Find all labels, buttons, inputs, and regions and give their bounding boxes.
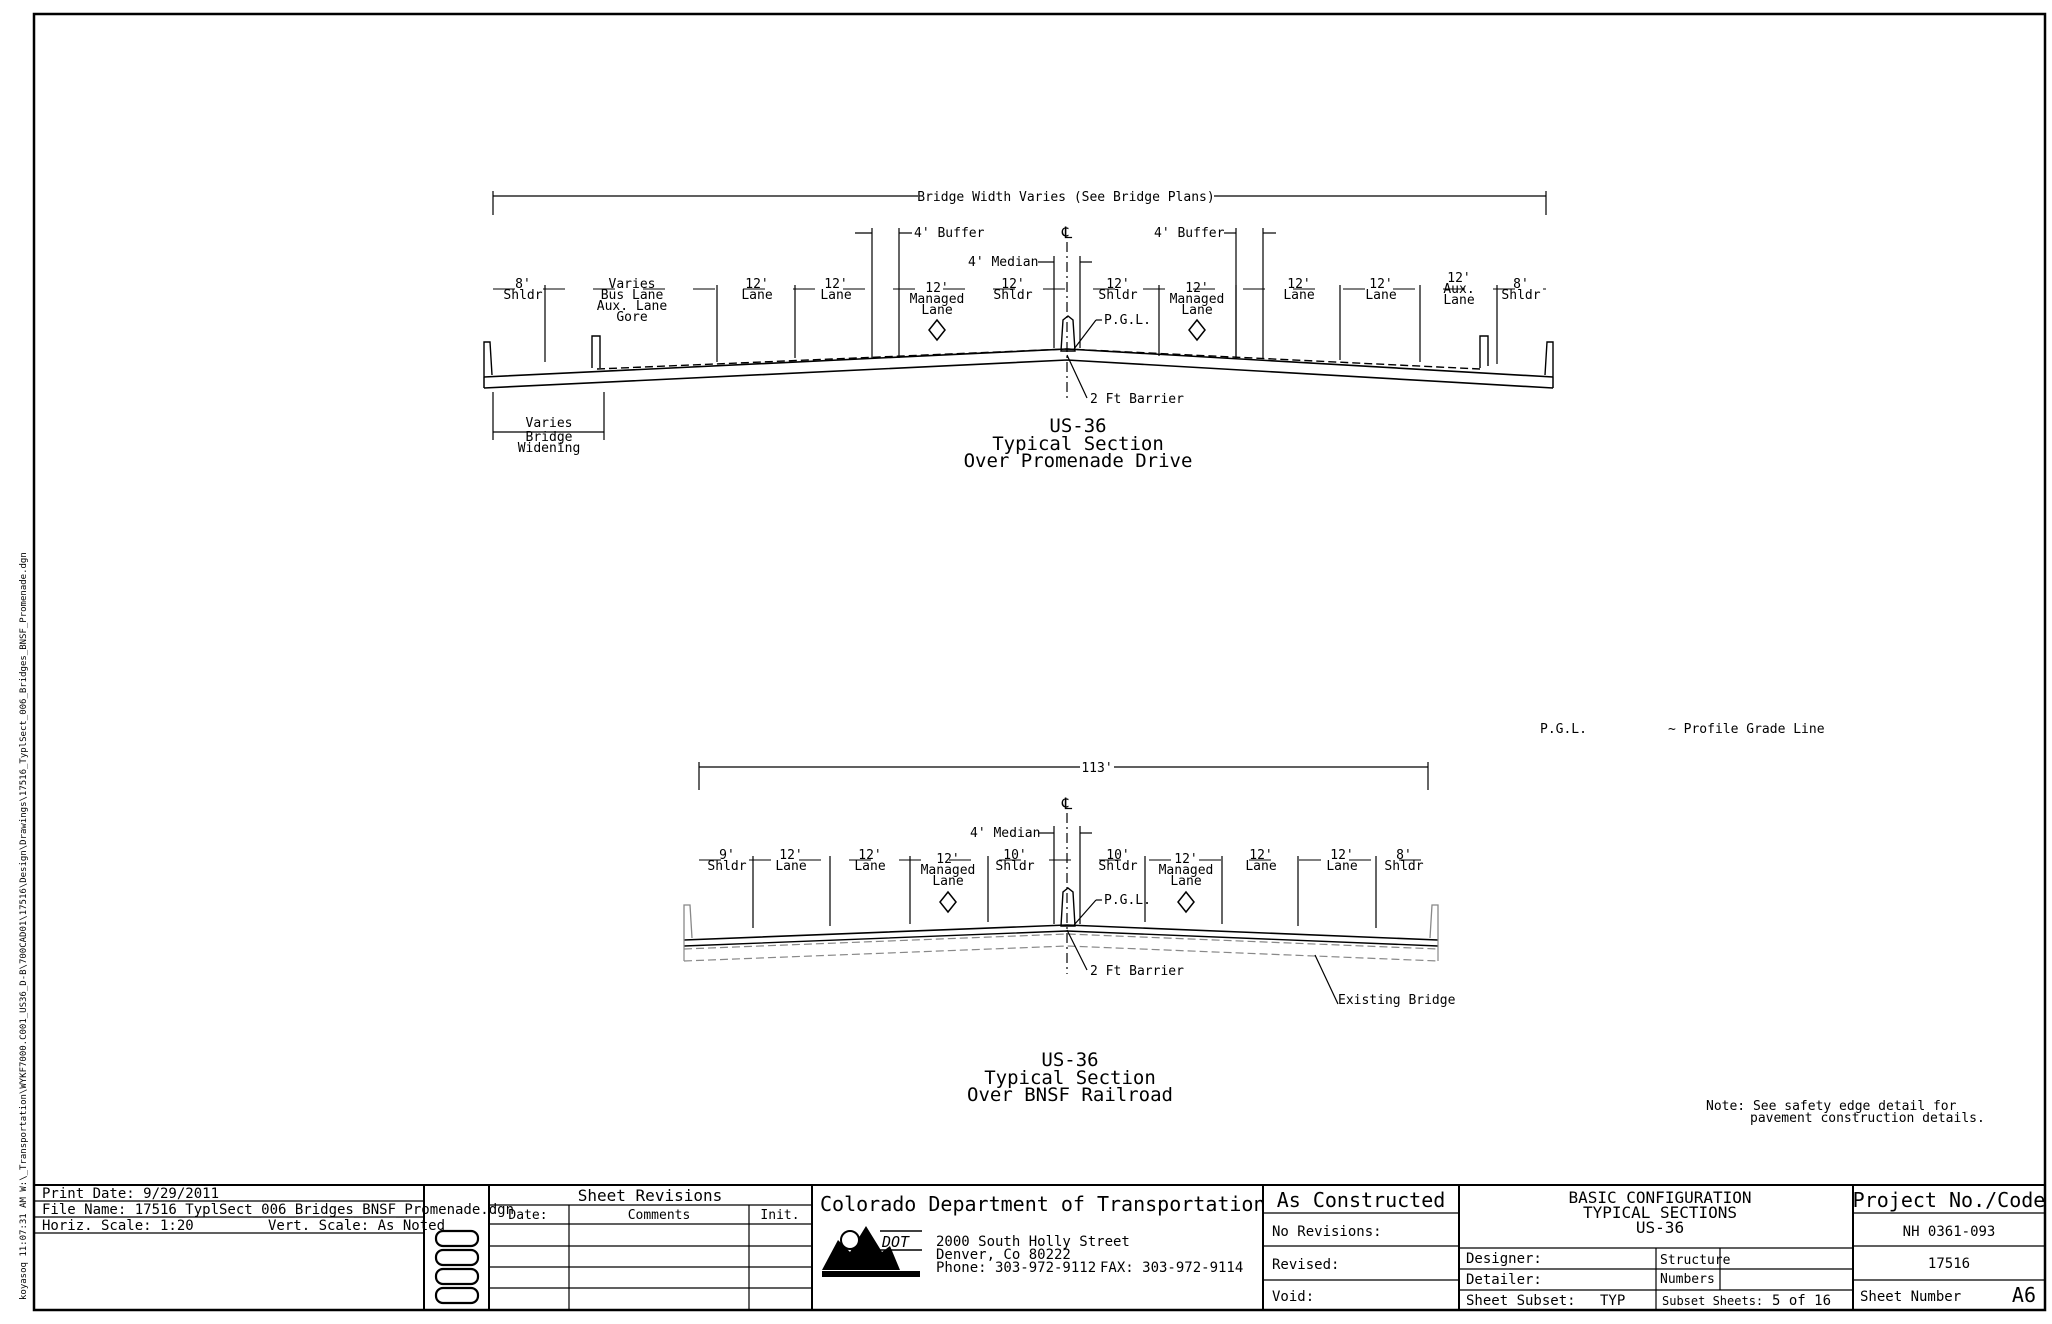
agency-address-1: 2000 South Holly Street [936,1234,1130,1250]
legend-abbr: P.G.L. [1540,722,1587,737]
lane-label: 10'Shldr [1098,848,1137,874]
existing-bridge-label: Existing Bridge [1338,993,1456,1008]
side-file-path: koyasoq 11:07:31 AM W:\_Transportation\W… [19,552,29,1300]
legend-meaning: ~ Profile Grade Line [1668,722,1825,737]
barrier-label: 2 Ft Barrier [1090,964,1184,979]
no-revisions-label: No Revisions: [1272,1224,1382,1240]
centerline-symbol: ℄ [1061,794,1073,813]
lane-label: 12'Lane [820,277,851,303]
project-number: NH 0361-093 [1903,1224,1996,1240]
lane-label: 8'Shldr [503,277,542,303]
subset-sheets-label: Subset Sheets: [1662,1294,1763,1308]
median-label: 4' Median [970,826,1040,841]
agency-phone: Phone: 303-972-9112 [936,1260,1096,1276]
structure-label-1: Structure [1660,1253,1731,1268]
sheet-border [32,12,2047,1312]
overall-width-label: Bridge Width Varies (See Bridge Plans) [917,190,1214,205]
pgl-label: P.G.L. [1104,893,1151,908]
managed-lane-diamond-icon [1188,318,1206,342]
logo-text: DOT [881,1233,910,1251]
managed-lane-diamond-icon [1177,890,1195,914]
pgl-label: P.G.L. [1104,313,1151,328]
title-block: Print Date: 9/29/2011 File Name: 17516_T… [34,1184,2046,1310]
rev-col-comments: Comments [628,1208,691,1223]
sheet-number: A6 [2012,1283,2036,1307]
print-date: Print Date: 9/29/2011 [42,1186,219,1202]
managed-lane-diamond-icon [928,318,946,342]
sheet-subset-value: TYP [1600,1293,1625,1309]
overall-width-label: 113' [1081,761,1112,776]
agency-name: Colorado Department of Transportation [820,1192,1266,1216]
subset-sheets-value: 5 of 16 [1772,1293,1831,1309]
cdot-logo: DOT [822,1226,922,1277]
project-code: 17516 [1928,1256,1970,1272]
buffer-left-label: 4' Buffer [914,226,985,241]
median-barrier [1060,315,1076,352]
lane-label: 12'Lane [1365,277,1396,303]
lane-label: 10'Shldr [995,848,1034,874]
median-barrier [1060,887,1076,927]
agency-address-2: Denver, Co 80222 [936,1247,1071,1263]
managed-lane-diamond-icon [939,890,957,914]
barrier-label: 2 Ft Barrier [1090,392,1184,407]
lane-label: 12'Lane [1245,848,1276,874]
sheet-subset-label: Sheet Subset: [1466,1293,1576,1309]
lane-label: 9'Shldr [707,848,746,874]
as-constructed-header: As Constructed [1277,1188,1446,1212]
lane-label: 12'Lane [741,277,772,303]
buffer-right-label: 4' Buffer [1154,226,1225,241]
revised-label: Revised: [1272,1257,1339,1273]
section-drawing-bnsf: 113' 4' Median ℄ 9'Shldr 12'Lane 12'Lane… [683,761,1456,1106]
structure-label-2: Numbers [1660,1272,1715,1287]
designer-label: Designer: [1466,1251,1542,1267]
rev-col-date: Date: [508,1208,547,1223]
centerline-symbol: ℄ [1061,223,1073,242]
vert-scale: Vert. Scale: As Noted [268,1218,445,1234]
lane-label: 12'Shldr [993,277,1032,303]
agency-fax: FAX: 303-972-9114 [1100,1260,1243,1276]
lane-label: 12'Aux.Lane [1443,271,1474,308]
void-label: Void: [1272,1289,1314,1305]
rev-col-init: Init. [760,1208,799,1223]
lane-label: 12'Lane [1326,848,1357,874]
lane-label: 12'Lane [854,848,885,874]
revisions-header: Sheet Revisions [578,1186,723,1205]
lane-label: 12'Lane [775,848,806,874]
median-label: 4' Median [968,255,1038,270]
lane-label: 8'Shldr [1501,277,1540,303]
sheet-number-label: Sheet Number [1860,1289,1961,1305]
file-name: File Name: 17516_TyplSect_006_Bridges_BN… [42,1202,514,1218]
horiz-scale: Horiz. Scale: 1:20 [42,1218,194,1234]
detailer-label: Detailer: [1466,1272,1542,1288]
lane-label: 12'Shldr [1098,277,1137,303]
lane-label: 8'Shldr [1384,848,1423,874]
section-drawing-promenade: Bridge Width Varies (See Bridge Plans) 4… [483,190,1554,472]
project-label: Project No./Code [1853,1188,2046,1212]
lane-label: 12'Lane [1283,277,1314,303]
